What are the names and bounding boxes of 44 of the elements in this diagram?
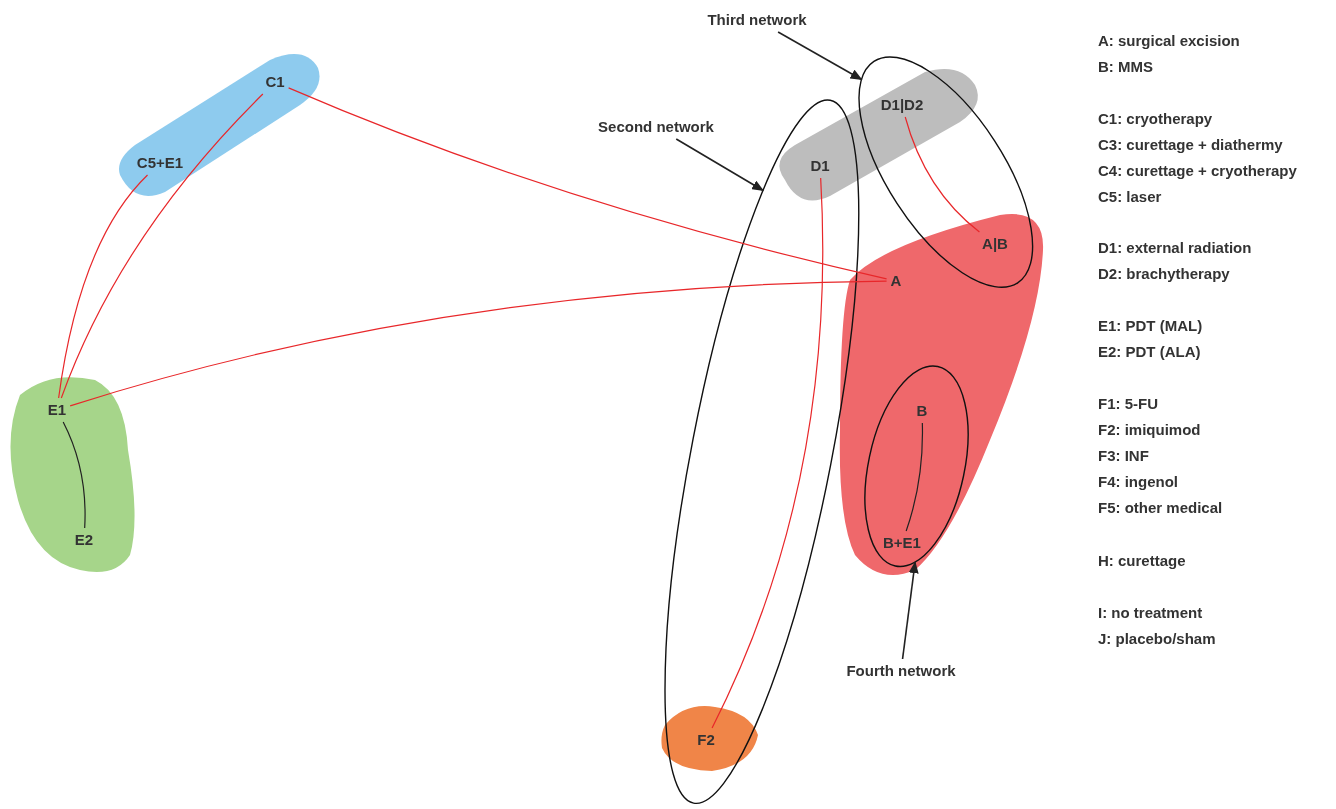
node-label: Second network [596, 117, 716, 137]
key-entry: C5: laser [1098, 188, 1162, 206]
key-entry: A: surgical excision [1098, 32, 1240, 50]
node-label: E2 [72, 530, 96, 550]
node-label: Fourth network [844, 661, 958, 681]
connector-line [711, 177, 824, 729]
key-entry: I: no treatment [1098, 604, 1203, 622]
key-entry: H: curettage [1098, 552, 1186, 570]
connector-line [288, 87, 888, 280]
node-label: E1 [45, 400, 69, 420]
key-entry: E1: PDT (MAL) [1098, 317, 1203, 335]
node-label: C1 [263, 72, 287, 92]
key-entry: C1: cryotherapy [1098, 110, 1213, 128]
connector-line [69, 280, 888, 407]
key-entry: F1: 5-FU [1098, 395, 1158, 413]
connector-line [62, 421, 86, 529]
arrow [675, 138, 764, 192]
key-entry: C4: curettage + cryotherapy [1098, 162, 1297, 180]
node-label: D1 [808, 156, 832, 176]
key-entry: D2: brachytherapy [1098, 265, 1230, 283]
key-entry: E2: PDT (ALA) [1098, 343, 1201, 361]
connector-line [905, 422, 924, 532]
key-entry: F2: imiquimod [1098, 421, 1201, 439]
key-entry: B: MMS [1098, 58, 1153, 76]
key-entry: F4: ingenol [1098, 473, 1178, 491]
arrow [777, 31, 863, 81]
key-entry: D1: external radiation [1098, 239, 1252, 257]
node-label: B [914, 401, 930, 421]
network-ellipse [864, 364, 970, 568]
key-entry: F3: INF [1098, 447, 1149, 465]
key-entry: F5: other medical [1098, 499, 1223, 517]
key-entry: J: placebo/sham [1098, 630, 1216, 648]
connector-line [58, 174, 149, 399]
connector-line [60, 93, 264, 399]
arrow [901, 561, 919, 660]
node-label: A|B [980, 234, 1010, 254]
key-entry: C3: curettage + diathermy [1098, 136, 1283, 154]
node-label: B+E1 [881, 533, 923, 553]
node-label: A [888, 271, 904, 291]
node-label: Third network [705, 10, 809, 30]
node-label: D1|D2 [878, 95, 926, 115]
node-label: C5+E1 [134, 153, 186, 173]
network-ellipse [858, 55, 1034, 289]
node-label: F2 [695, 730, 717, 750]
